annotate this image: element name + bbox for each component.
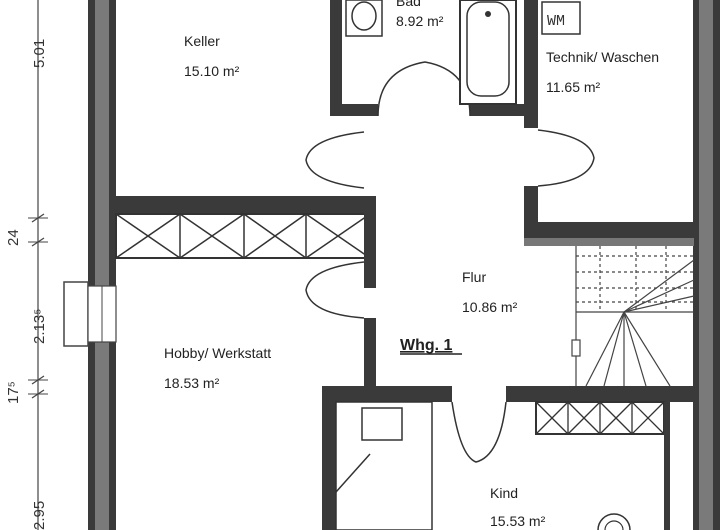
room-label-bad: Bad (396, 0, 421, 9)
dimension-label-24: 24 (5, 229, 22, 246)
room-area-flur: 10.86 m² (462, 299, 518, 315)
bathtub-icon (459, 0, 517, 105)
inner-wall-center (364, 258, 376, 390)
room-area-technik: 11.65 m² (546, 79, 601, 95)
door-swings (305, 61, 595, 463)
storage-wall (115, 196, 376, 259)
room-label-flur: Flur (462, 269, 486, 285)
dimension-label-2-95: 2.95 (31, 501, 48, 530)
sink-icon (597, 513, 631, 530)
dimension-label-17: 17⁵ (5, 381, 22, 404)
washing-machine-label: WM (547, 13, 565, 30)
room-area-hobby: 18.53 m² (164, 375, 220, 391)
outer-wall-right (693, 0, 720, 530)
washing-machine-icon: WM (541, 1, 581, 35)
bed-icon (335, 401, 433, 530)
technik-walls (524, 186, 694, 246)
dimension-label-2-13: 2.13⁵ (31, 309, 48, 344)
bathroom-walls (330, 0, 538, 128)
room-area-bad: 8.92 m² (396, 13, 444, 29)
kind-walls (322, 386, 694, 530)
room-label-hobby: Hobby/ Werkstatt (164, 345, 271, 361)
dimension-chain (31, 0, 45, 530)
room-area-kind: 15.53 m² (490, 513, 546, 529)
room-label-keller: Keller (184, 33, 220, 49)
dimension-label-5-01: 5.01 (31, 39, 48, 68)
room-label-technik: Technik/ Waschen (546, 49, 659, 65)
staircase-icon (571, 246, 695, 387)
dimension-ticks (28, 217, 48, 395)
room-area-keller: 15.10 m² (184, 63, 240, 79)
room-label-kind: Kind (490, 485, 518, 501)
toilet-icon (345, 0, 383, 37)
unit-label: Whg. 1 (400, 337, 453, 354)
outer-wall-left (63, 0, 117, 530)
